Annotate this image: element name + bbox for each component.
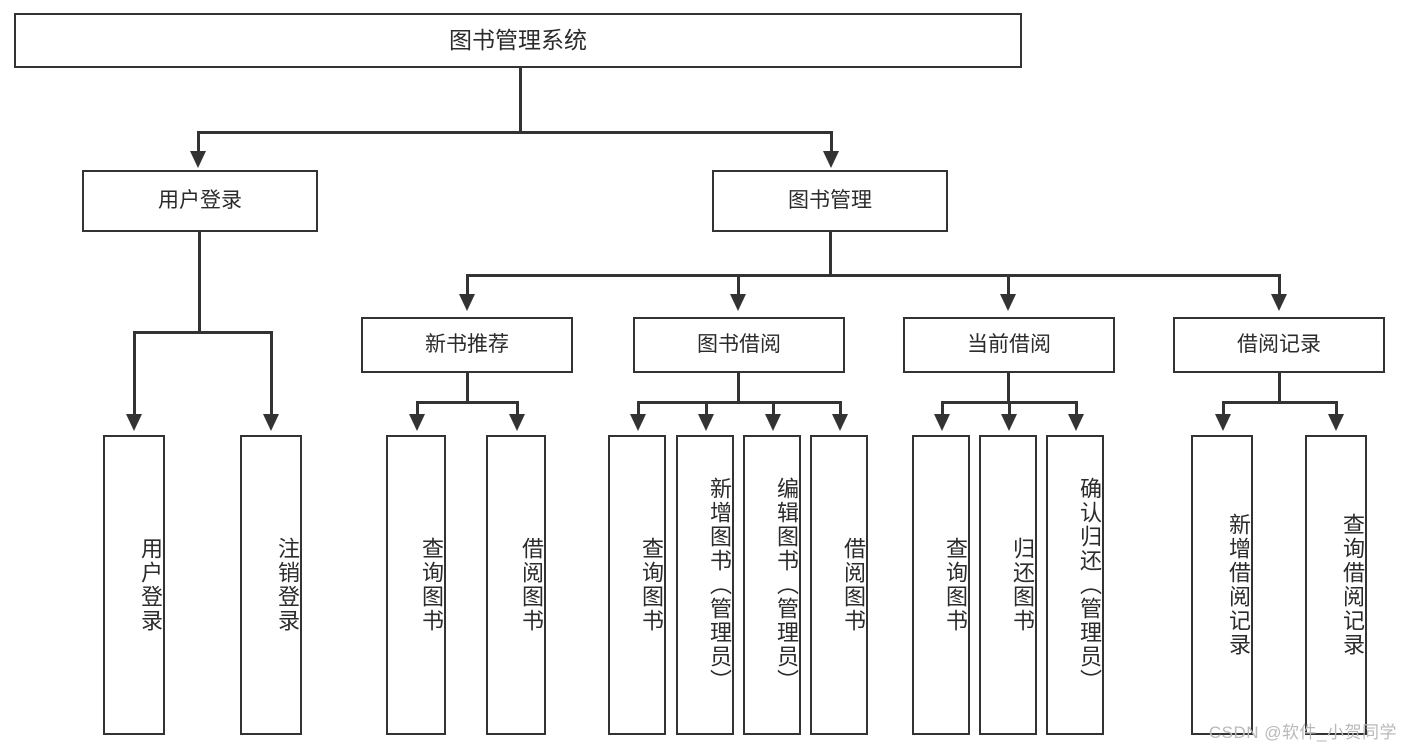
node-leaf-add-record[interactable]: 新增借阅记录 [1191,435,1253,735]
arrow-to-leaf-edit-book [765,414,781,431]
connector-book-manage-drop-2 [737,274,740,296]
arrow-to-current-borrow [1000,294,1016,311]
connector-new-book-stem [466,373,469,403]
node-label: 新增图书（管理员） [707,477,732,693]
arrow-to-borrow-record [1271,294,1287,311]
node-book-manage[interactable]: 图书管理 [712,170,948,232]
connector-book-borrow-drop-4 [839,401,842,415]
connector-borrow-record-drop-2 [1335,401,1338,415]
arrow-to-leaf-add-record [1215,414,1231,431]
node-label: 新增借阅记录 [1226,513,1251,657]
arrow-to-leaf-borrow-book-1 [509,414,525,431]
connector-book-manage-drop-4 [1278,274,1281,296]
arrow-to-leaf-query-book-2 [630,414,646,431]
connector-current-borrow-drop-3 [1075,401,1078,415]
node-label: 查询图书 [943,537,968,633]
connector-user-login-bar [133,331,273,334]
connector-current-borrow-stem [1007,373,1010,403]
node-user-login[interactable]: 用户登录 [82,170,318,232]
connector-user-login-drop-2 [270,331,273,416]
node-label: 借阅记录 [1237,332,1321,356]
node-new-book-recommend[interactable]: 新书推荐 [361,317,573,373]
node-label: 图书借阅 [697,332,781,356]
node-leaf-user-login[interactable]: 用户登录 [103,435,165,735]
connector-borrow-record-stem [1278,373,1281,403]
node-leaf-edit-book[interactable]: 编辑图书（管理员） [743,435,801,735]
arrow-to-user-login [190,151,206,168]
connector-root-bar [197,131,833,134]
node-label: 用户登录 [158,188,242,212]
node-book-borrow[interactable]: 图书借阅 [633,317,845,373]
arrow-to-leaf-query-book-1 [409,414,425,431]
connector-root-drop-left [197,131,200,153]
connector-borrow-record-bar [1222,401,1338,404]
node-leaf-query-book-2[interactable]: 查询图书 [608,435,666,735]
node-label: 借阅图书 [519,537,544,633]
connector-book-borrow-stem [737,373,740,403]
node-label: 查询图书 [419,537,444,633]
node-root-book-management-system[interactable]: 图书管理系统 [14,13,1022,68]
node-leaf-return-book[interactable]: 归还图书 [979,435,1037,735]
connector-book-manage-bar [466,274,1278,277]
connector-book-borrow-bar [637,401,842,404]
arrow-to-leaf-add-book [698,414,714,431]
node-label: 新书推荐 [425,332,509,356]
arrow-to-leaf-borrow-book-2 [832,414,848,431]
arrow-to-new-book-recommend [459,294,475,311]
node-leaf-query-record[interactable]: 查询借阅记录 [1305,435,1367,735]
node-label: 确认归还（管理员） [1077,477,1102,693]
connector-borrow-record-drop-1 [1222,401,1225,415]
arrow-to-leaf-query-book-3 [934,414,950,431]
node-leaf-query-book-3[interactable]: 查询图书 [912,435,970,735]
arrow-to-leaf-logout-login [263,414,279,431]
node-label: 借阅图书 [841,537,866,633]
connector-new-book-drop-2 [516,401,519,415]
connector-book-borrow-drop-2 [705,401,708,415]
node-label: 查询图书 [639,537,664,633]
node-label: 归还图书 [1010,537,1035,633]
node-label: 编辑图书（管理员） [774,477,799,693]
connector-current-borrow-drop-2 [1008,401,1011,415]
connector-root-drop-right [830,131,833,153]
node-leaf-add-book[interactable]: 新增图书（管理员） [676,435,734,735]
connector-root-stem [519,68,522,132]
node-label: 图书管理 [788,188,872,212]
arrow-to-book-manage [823,151,839,168]
arrow-to-leaf-confirm-return [1068,414,1084,431]
connector-new-book-bar [416,401,519,404]
connector-book-borrow-drop-1 [637,401,640,415]
arrow-to-book-borrow [730,294,746,311]
node-label: 图书管理系统 [449,26,587,53]
node-borrow-record[interactable]: 借阅记录 [1173,317,1385,373]
node-leaf-borrow-book-2[interactable]: 借阅图书 [810,435,868,735]
connector-current-borrow-drop-1 [941,401,944,415]
connector-book-manage-stem [829,232,832,276]
connector-user-login-drop-1 [133,331,136,416]
node-leaf-logout-login[interactable]: 注销登录 [240,435,302,735]
node-label: 用户登录 [138,537,163,633]
node-leaf-query-book-1[interactable]: 查询图书 [386,435,446,735]
arrow-to-leaf-user-login [126,414,142,431]
node-label: 当前借阅 [967,332,1051,356]
arrow-to-leaf-query-record [1328,414,1344,431]
node-label: 查询借阅记录 [1340,513,1365,657]
connector-user-login-stem [198,232,201,333]
node-leaf-confirm-return[interactable]: 确认归还（管理员） [1046,435,1104,735]
arrow-to-leaf-return-book [1001,414,1017,431]
node-label: 注销登录 [275,537,300,633]
connector-book-borrow-drop-3 [772,401,775,415]
connector-new-book-drop-1 [416,401,419,415]
node-current-borrow[interactable]: 当前借阅 [903,317,1115,373]
node-leaf-borrow-book-1[interactable]: 借阅图书 [486,435,546,735]
connector-book-manage-drop-1 [466,274,469,296]
connector-book-manage-drop-3 [1007,274,1010,296]
